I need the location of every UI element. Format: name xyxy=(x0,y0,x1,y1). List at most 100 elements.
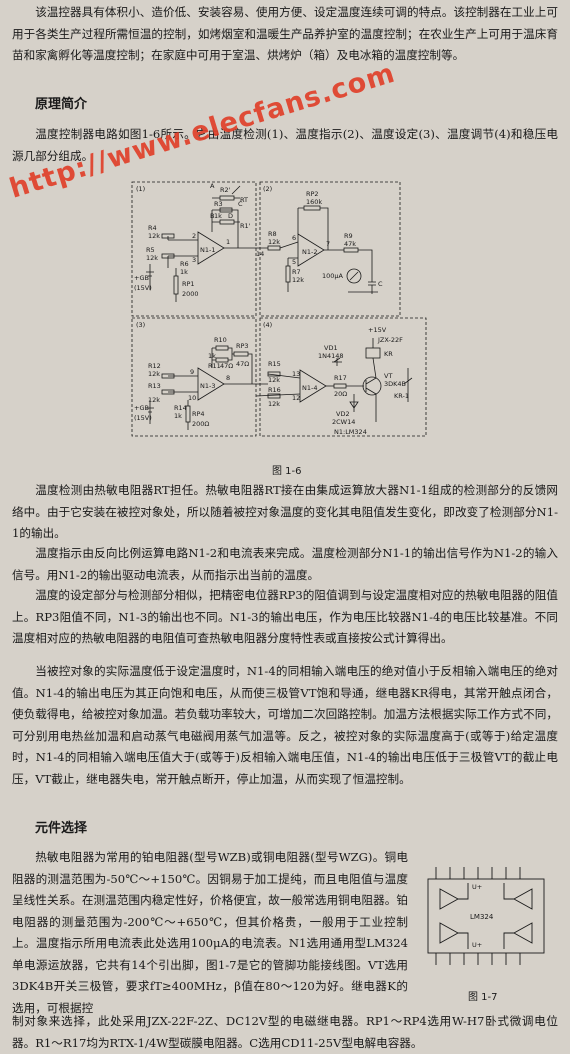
label-rp2-value: 160k xyxy=(306,198,322,206)
resistor-r8 xyxy=(267,245,281,251)
chip-uplus-bottom: U+ xyxy=(472,941,482,949)
block-2-box xyxy=(259,181,401,317)
label-n1-2: N1-2 xyxy=(302,248,317,256)
label-r8: R8 xyxy=(268,230,277,238)
label-r6: R6 xyxy=(180,260,189,268)
resistor-r5 xyxy=(161,253,175,259)
label-pin12: 12 xyxy=(292,394,300,402)
label-a: A xyxy=(210,182,215,190)
label-r8-value: 12k xyxy=(268,238,280,246)
regulate-paragraph: 当被控对象的实际温度低于设定温度时，N1-4的同相输入端电压的绝对值小于反相输入… xyxy=(12,664,558,786)
resistor-r13 xyxy=(161,389,175,395)
label-r2: R2' xyxy=(220,186,231,194)
circuit-diagram: (1) (2) (3) (4) A B C D R2' R1' RT R3 1k… xyxy=(131,181,427,437)
block-4-box xyxy=(259,317,427,437)
relay-contact-kr1 xyxy=(403,368,413,402)
label-pin10: 10 xyxy=(188,394,196,402)
lm324-pinout-diagram: LM324 U+ U+ xyxy=(427,867,545,965)
label-vd1: VD1 xyxy=(324,344,338,352)
label-gb1: +GB xyxy=(134,274,149,282)
label-b: B xyxy=(210,212,214,220)
label-r10: R10 xyxy=(214,336,227,344)
label-kr-1: KR-1 xyxy=(394,392,409,400)
label-rp4: RP4 xyxy=(192,410,205,418)
label-pin5: 5 xyxy=(292,258,296,266)
label-r5-value: 12k xyxy=(146,254,158,262)
label-capacitor: C xyxy=(378,280,383,288)
label-pin3: 3 xyxy=(192,256,196,264)
battery-gb1 xyxy=(146,264,154,290)
label-meter: 100μA xyxy=(322,272,344,280)
chip-body xyxy=(427,878,545,954)
label-c: C xyxy=(238,200,243,208)
label-r17: R17 xyxy=(334,374,347,382)
label-rp1: RP1 xyxy=(182,280,195,288)
label-vd2-value: 2CW14 xyxy=(332,418,355,426)
ammeter xyxy=(346,268,362,284)
figure-1-7-caption: 图 1-7 xyxy=(468,992,498,1003)
intro-paragraph: 该温控器具有体积小、造价低、安装容易、使用方便、设定温度连续可调的特点。该控制器… xyxy=(12,5,558,62)
label-n1-3: N1-3 xyxy=(200,382,215,390)
opamp-n1-4 xyxy=(299,369,327,403)
label-relay: JZX-22F xyxy=(377,336,403,344)
block-3-box xyxy=(131,317,257,437)
label-r14-value: 1k xyxy=(174,412,182,420)
label-block-3: (3) xyxy=(136,321,145,329)
capacitor-c xyxy=(368,270,376,294)
label-r7-value: 12k xyxy=(292,276,304,284)
label-r4: R4 xyxy=(148,224,157,232)
label-r4-value: 12k xyxy=(148,232,160,240)
chip-amp-2 xyxy=(513,888,533,910)
label-r7: R7 xyxy=(292,268,301,276)
label-r16: R16 xyxy=(268,386,281,394)
label-r11-value: 47Ω xyxy=(220,362,233,370)
relay-kr xyxy=(365,347,381,359)
label-pin8: 8 xyxy=(226,374,230,382)
resistor-r7 xyxy=(285,265,291,283)
components-paragraph: 热敏电阻器为常用的铂电阻器(型号WZB)或铜电阻器(型号WZG)。铜电阻器的测温… xyxy=(12,850,408,1015)
potentiometer-rp1 xyxy=(173,275,179,295)
label-rp2: RP2 xyxy=(306,190,319,198)
diode-vd1 xyxy=(332,357,342,366)
label-rp1-value: 2000 xyxy=(182,290,199,298)
label-rp3-value: 47Ω xyxy=(236,360,249,368)
figure-1-6-caption: 图 1-6 xyxy=(272,466,302,477)
resistor-r10 xyxy=(215,345,229,351)
resistor-r1 xyxy=(219,219,235,225)
label-pin9: 9 xyxy=(190,368,194,376)
label-rt: RT xyxy=(240,196,248,204)
label-r15-value: 12k xyxy=(268,376,280,384)
label-vt-value: 3DK4B xyxy=(384,380,406,388)
battery-gb2 xyxy=(146,400,154,424)
label-r1: R1' xyxy=(240,222,251,230)
label-lm324: N1:LM324 xyxy=(334,428,367,436)
label-block-4: (4) xyxy=(263,321,272,329)
label-r12: R12 xyxy=(148,362,161,370)
principle-paragraph: 温度控制器电路如图1-6所示。它由温度检测(1)、温度指示(2)、温度设定(3)… xyxy=(12,127,558,163)
chip-uplus-top: U+ xyxy=(472,883,482,891)
opamp-n1-3 xyxy=(197,367,225,401)
label-d: D xyxy=(228,212,233,220)
zener-vd2 xyxy=(349,394,359,412)
label-r9-value: 47k xyxy=(344,240,356,248)
components-paragraph-continued: 制对象来选择，此处采用JZX-22F-2Z、DC12V型的电磁继电器。RP1～R… xyxy=(12,1014,558,1050)
chip-amp-3 xyxy=(439,922,459,944)
resistor-r17 xyxy=(333,383,347,389)
section-heading-components: 元件选择 xyxy=(35,821,88,836)
resistor-r12 xyxy=(161,373,175,379)
label-block-1: (1) xyxy=(136,185,145,193)
label-r13: R13 xyxy=(148,382,161,390)
label-gb1-value: (15V) xyxy=(134,284,152,292)
label-n1-4: N1-4 xyxy=(302,384,317,392)
label-r15: R15 xyxy=(268,360,281,368)
label-pin14: 14 xyxy=(256,250,264,258)
label-gb2: +GB xyxy=(134,404,149,412)
label-gb2-value: (15V) xyxy=(134,414,152,422)
label-r9: R9 xyxy=(344,232,353,240)
label-r16-value: 12k xyxy=(268,400,280,408)
label-block-2: (2) xyxy=(263,185,272,193)
resistor-r9 xyxy=(343,247,359,253)
transistor-vt xyxy=(362,376,382,396)
potentiometer-rp2 xyxy=(303,205,321,211)
label-r10-value: 1k xyxy=(208,352,216,360)
